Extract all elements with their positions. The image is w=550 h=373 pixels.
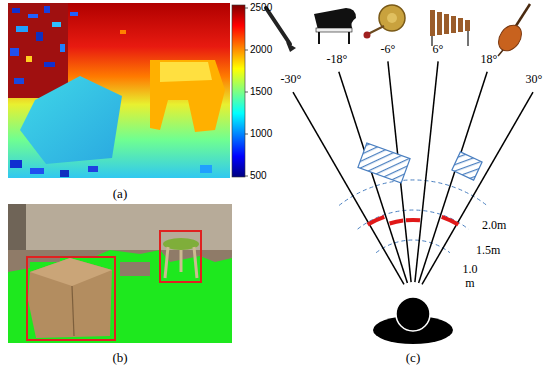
scene-photo — [8, 204, 232, 343]
clarinet-bell — [286, 42, 296, 52]
depth-noise — [60, 170, 69, 177]
listener-head — [396, 297, 430, 331]
obstacle-block — [452, 152, 482, 180]
colorbar-value: 1500 — [250, 86, 272, 98]
colorbar-value: 500 — [250, 170, 267, 182]
distance-label: 2.0m — [482, 219, 506, 233]
clarinet-body — [266, 8, 290, 44]
mallet — [368, 26, 384, 34]
distance-arc — [358, 210, 469, 229]
free-space-arc — [442, 217, 459, 225]
ground-mask — [8, 250, 232, 343]
detection-box — [27, 257, 115, 340]
colorbar-tick — [245, 92, 248, 93]
free-space-arc — [390, 221, 404, 224]
gong-boss — [387, 13, 397, 23]
panel-label: (c) — [406, 351, 420, 366]
piano-leg — [318, 32, 320, 44]
marimba-bar — [437, 12, 442, 35]
angle-label: -18° — [327, 53, 348, 67]
mallet-head — [364, 32, 371, 39]
colorbar-value: 2500 — [250, 2, 272, 14]
distance-arc — [376, 240, 450, 253]
depth-noise — [10, 160, 22, 168]
angle-label: -30° — [281, 73, 302, 87]
free-space-arc — [368, 217, 385, 225]
distance-label: 1.0 m — [458, 263, 482, 291]
depth-noise — [14, 78, 24, 84]
depth-map — [8, 3, 230, 178]
depth-noise — [44, 6, 50, 13]
depth-dark-region — [8, 3, 68, 98]
depth-noise — [52, 22, 61, 27]
box-edge — [72, 286, 74, 336]
depth-noise — [10, 48, 19, 56]
distance-arc — [339, 180, 487, 205]
stool-depth — [150, 60, 225, 132]
piano-icon — [314, 8, 356, 44]
depth-noise — [88, 166, 98, 172]
depth-noise — [70, 12, 78, 16]
angle-label: 30° — [526, 73, 543, 87]
floor — [8, 250, 232, 343]
depth-noise — [26, 56, 32, 62]
depth-noise — [28, 14, 38, 18]
piano-body — [314, 8, 356, 30]
box-top — [30, 258, 112, 286]
panel-label: (b) — [112, 351, 127, 366]
depth-noise — [200, 165, 212, 173]
marimba-bar — [465, 20, 470, 31]
marimba-stand — [431, 36, 433, 46]
colorbar — [232, 5, 245, 177]
marimba-stand — [467, 31, 469, 46]
colorbar-value: 2000 — [250, 44, 272, 56]
colorbar-tick — [245, 8, 248, 9]
colorbar-tick — [245, 134, 248, 135]
angle-label: 6° — [433, 43, 444, 57]
marimba-bar — [458, 18, 463, 32]
obstacle-block — [358, 143, 410, 183]
depth-noise — [30, 168, 44, 174]
colorbar-value: 1000 — [250, 128, 272, 140]
depth-noise — [36, 32, 43, 41]
marimba-bar — [444, 14, 449, 34]
marimba-bar — [451, 16, 456, 33]
direction-ray — [415, 61, 438, 282]
angle-label: -6° — [381, 43, 396, 57]
depth-ground — [8, 3, 230, 178]
stool-leg — [165, 247, 168, 278]
depth-noise — [44, 62, 55, 67]
stool-seat-depth — [160, 62, 212, 82]
panel-label: (a) — [113, 187, 127, 202]
stool-leg — [194, 247, 197, 278]
colorbar-tick — [245, 50, 248, 51]
gong-icon — [364, 5, 406, 39]
marimba-bar — [430, 10, 435, 36]
stool-leg — [180, 250, 183, 272]
piano-leg — [348, 32, 350, 44]
cello-body — [494, 21, 526, 55]
piano-keys — [316, 28, 352, 32]
distance-label: 1.5m — [476, 244, 500, 258]
cello-pin — [498, 50, 503, 56]
box-depth — [20, 76, 122, 164]
depth-noise — [60, 44, 65, 52]
cardboard-box — [28, 258, 112, 338]
angle-label: 18° — [481, 53, 498, 67]
marimba-icon — [430, 10, 470, 46]
wall — [8, 204, 232, 343]
direction-ray — [293, 92, 404, 284]
detection-box — [160, 231, 201, 282]
depth-noise — [120, 30, 126, 34]
floor — [120, 262, 150, 276]
depth-noise — [16, 26, 28, 32]
colorbar-tick — [245, 176, 248, 177]
direction-ray — [422, 92, 533, 284]
cello-icon — [494, 4, 530, 56]
free-space-arc — [406, 218, 420, 222]
depth-noise — [12, 8, 20, 13]
